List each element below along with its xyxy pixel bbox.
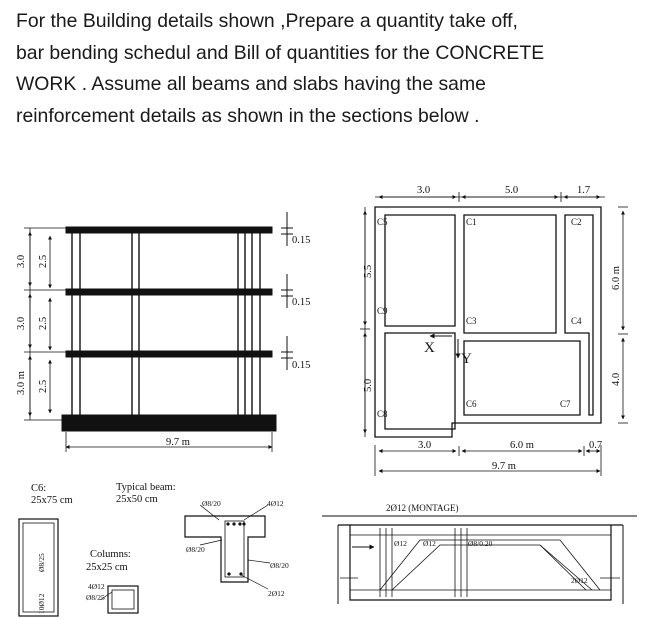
- plan-labels: 3.0 5.0 1.7 5.5 5.0 6.0 m 4.0 3.0 6.0 m …: [363, 185, 622, 472]
- stirrup-lines: [379, 528, 468, 597]
- elevation-length-dimension: [65, 432, 273, 452]
- plan-total-length: 9.7 m: [492, 461, 516, 472]
- plan-bottom-dimensions: [374, 445, 602, 476]
- beam-bottom-bars: 2Ø12: [268, 589, 285, 598]
- plan-right-dim-2: 4.0: [611, 373, 622, 386]
- plan-bottom-dim-2: 6.0 m: [510, 440, 534, 451]
- beam-top-bars: 4Ø12: [267, 499, 284, 508]
- heading-line-3: WORK . Assume all beams and slabs having…: [16, 73, 486, 95]
- beam-stirrups-a: Ø8/20: [202, 499, 221, 508]
- c6-section: [18, 518, 59, 617]
- level-markers: [281, 212, 293, 370]
- elevation-columns: [71, 228, 261, 420]
- plan-walls: [374, 206, 602, 438]
- storey-height-1: 3.0 m: [16, 371, 27, 395]
- elevation-slabs: [61, 226, 277, 432]
- column-bars: 4Ø12: [88, 582, 105, 591]
- column-stirrups: Ø8/25: [86, 593, 105, 602]
- plan-bottom-dim-3: 0.7: [589, 440, 602, 451]
- column-c2: C2: [571, 217, 582, 227]
- axis-x-label: X: [424, 340, 435, 356]
- plan-right-dim-1: 6.0 m: [611, 266, 622, 290]
- elevation-length: 9.7 m: [166, 437, 190, 448]
- c6-stirrups: Ø8/25: [37, 553, 46, 572]
- column-c5: C5: [377, 217, 388, 227]
- column-c1: C1: [466, 217, 477, 227]
- long-section-labels: 2Ø12 (MONTAGE) Ø12 Ø12 Ø8/0.20 2Ø12: [386, 503, 588, 585]
- clear-height-1: 2.5: [38, 380, 49, 393]
- bottom-bars-label: 2Ø12: [571, 576, 588, 585]
- slab-level-1: 0.15: [292, 360, 310, 371]
- section-details: [18, 504, 271, 617]
- column-c8: C8: [377, 409, 388, 419]
- storey-height-3: 3.0: [16, 255, 27, 268]
- axis-arrows: [429, 333, 461, 359]
- beam-size: 25x50 cm: [116, 494, 158, 505]
- beam-stirrups-c: Ø8/20: [270, 561, 289, 570]
- c6-title: C6:: [31, 483, 46, 494]
- building-elevation: [24, 212, 293, 452]
- plan-bottom-dim-1: 3.0: [418, 440, 431, 451]
- clear-height-2: 2.5: [38, 317, 49, 330]
- storey-dimensions: [24, 227, 66, 421]
- columns-size: 25x25 cm: [86, 562, 128, 573]
- column-c3: C3: [466, 316, 477, 326]
- montage-label: 2Ø12 (MONTAGE): [386, 503, 459, 513]
- plan-top-dim-2: 5.0: [505, 185, 518, 196]
- plan-top-dim-3: 1.7: [577, 185, 590, 196]
- heading-line-4: reinforcement details as shown in the se…: [16, 104, 480, 127]
- bar-b-label: Ø12: [423, 539, 436, 548]
- typical-beam-section: [184, 504, 271, 590]
- beam-longitudinal-section: [322, 515, 637, 604]
- plan-top-dimensions: [375, 192, 605, 202]
- c6-size: 25x75 cm: [31, 495, 73, 506]
- axis-y-label: Y: [461, 351, 472, 367]
- c6-bars: 10Ø12: [37, 593, 46, 614]
- columns-title: Columns:: [90, 549, 131, 560]
- floor-plan: [360, 192, 628, 476]
- stirrup-spacing-label: Ø8/0.20: [468, 539, 493, 548]
- column-c7: C7: [560, 399, 571, 409]
- clear-height-3: 2.5: [38, 255, 49, 268]
- heading-line-2: bar bending schedul and Bill of quantiti…: [16, 41, 545, 64]
- storey-height-2: 3.0: [16, 317, 27, 330]
- plan-left-dimensions: [360, 207, 370, 437]
- heading-line-1: For the Building details shown ,Prepare …: [16, 10, 518, 32]
- problem-statement: For the Building details shown ,Prepare …: [16, 6, 636, 132]
- beam-stirrups-b: Ø8/20: [186, 545, 205, 554]
- slab-level-3: 0.15: [292, 235, 310, 246]
- plan-right-dimensions: [618, 206, 628, 424]
- column-c9: C9: [377, 306, 388, 316]
- beam-title: Typical beam:: [116, 482, 176, 493]
- plan-left-dim-1: 5.5: [363, 265, 374, 278]
- plan-left-dim-2: 5.0: [363, 379, 374, 392]
- elevation-labels: 3.0 3.0 3.0 m 2.5 2.5 2.5 0.15 0.15 0.15…: [16, 235, 310, 448]
- section-labels: C6: 25x75 cm Ø8/25 10Ø12 Typical beam: 2…: [31, 482, 289, 614]
- bent-bars: [379, 539, 601, 591]
- plan-top-dim-1: 3.0: [417, 185, 430, 196]
- column-c6: C6: [466, 399, 477, 409]
- column-c4: C4: [571, 316, 582, 326]
- slab-level-2: 0.15: [292, 297, 310, 308]
- column-section: [99, 585, 139, 614]
- bar-a-label: Ø12: [394, 539, 407, 548]
